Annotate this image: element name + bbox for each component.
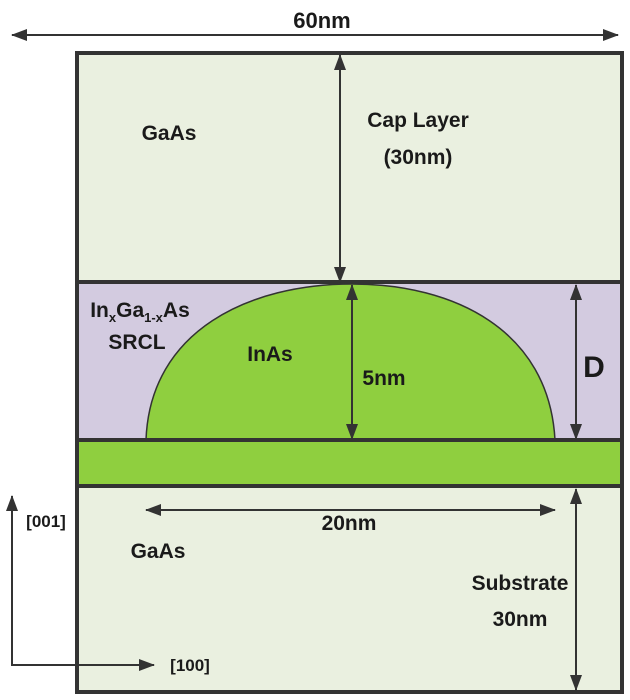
dot-height-label: 5nm <box>362 367 405 390</box>
crystal-axes <box>6 495 155 671</box>
cap-layer <box>75 51 624 284</box>
axis-100-label: [100] <box>170 656 210 675</box>
axis-001-label: [001] <box>26 512 66 531</box>
cap-material-label: GaAs <box>142 122 197 145</box>
substrate-thickness-label: 30nm <box>493 608 548 631</box>
width-label: 60nm <box>293 8 350 33</box>
srcl-thickness-label: D <box>583 351 605 384</box>
wetting-layer <box>75 438 624 488</box>
cap-layer-thickness: (30nm) <box>384 146 453 169</box>
srcl-name-label: SRCL <box>108 331 165 354</box>
substrate-title-label: Substrate <box>472 572 569 595</box>
dot-material-label: InAs <box>247 343 293 366</box>
dot-base-label: 20nm <box>322 512 377 535</box>
substrate-layer <box>75 484 624 694</box>
srcl-composition-label: InxGa1-xAs <box>90 299 190 325</box>
substrate-material-label: GaAs <box>131 540 186 563</box>
cap-layer-title: Cap Layer <box>367 109 469 132</box>
